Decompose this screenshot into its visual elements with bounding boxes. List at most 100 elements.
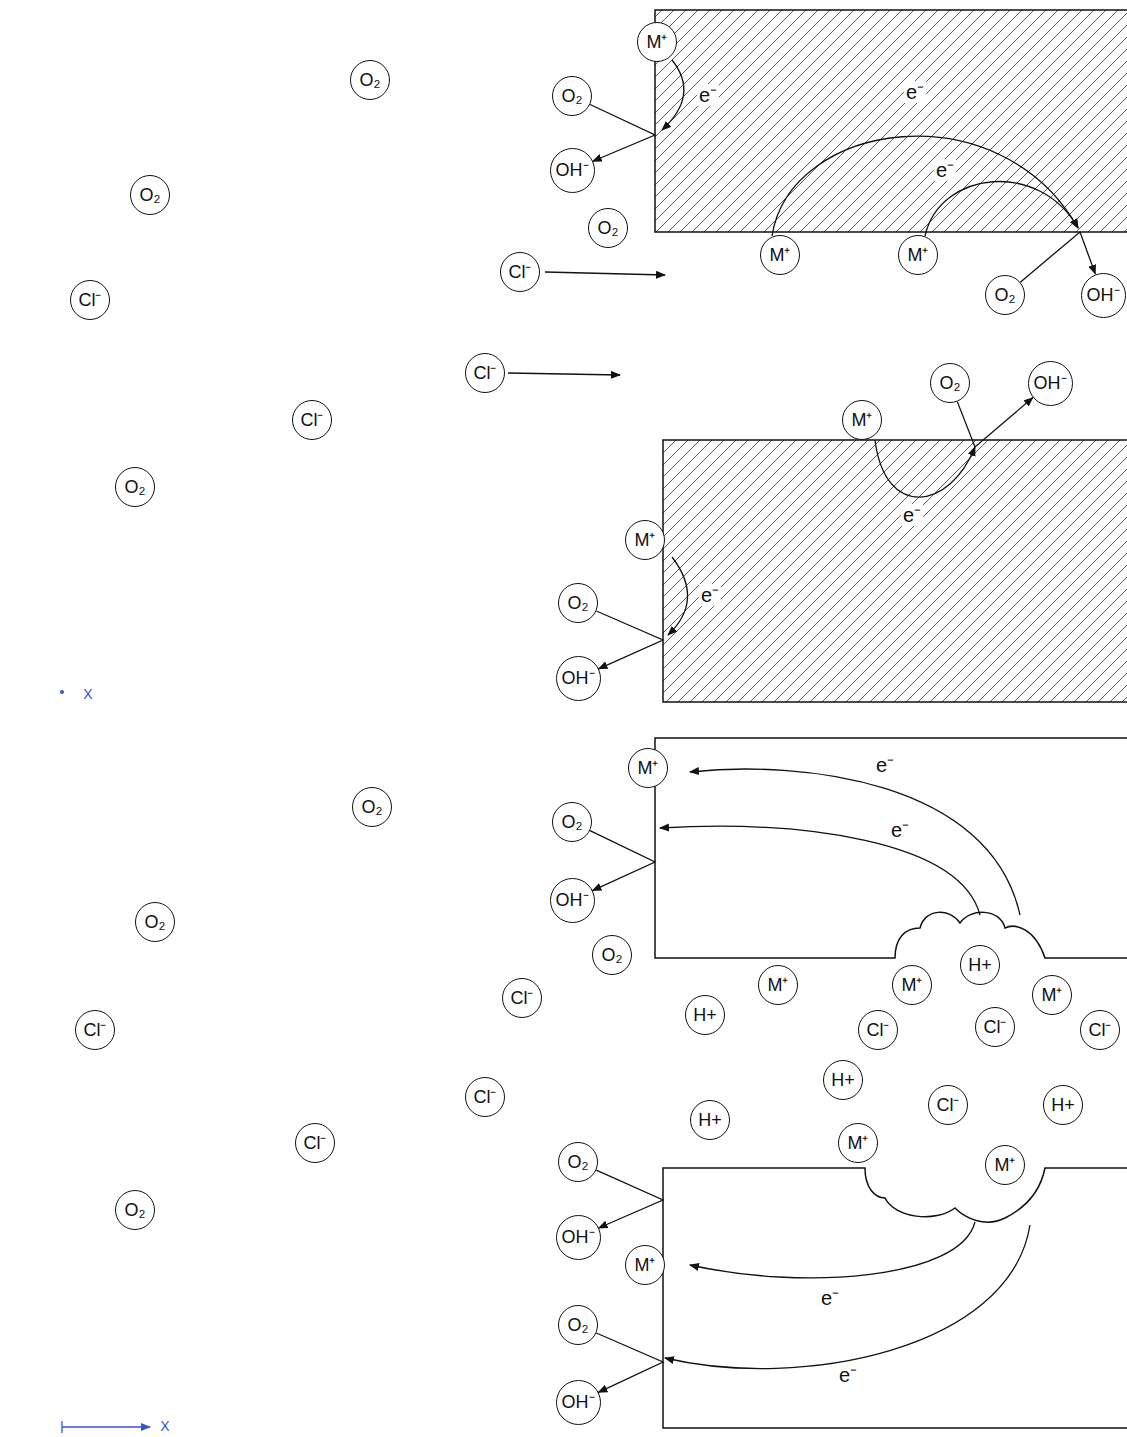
electron-label: e⁻ (904, 81, 926, 103)
axis-label: X (81, 687, 94, 702)
ion-circle: M⁺ (842, 400, 882, 440)
ion-circle: O₂ (588, 208, 628, 248)
ion-symbol: Cl⁻ (84, 1021, 107, 1039)
ion-circle: Cl⁻ (292, 400, 332, 440)
ion-circle: O₂ (985, 275, 1025, 315)
ion-symbol: O₂ (602, 946, 623, 964)
ion-circle: OH⁻ (1028, 361, 1073, 406)
ion-symbol: OH⁻ (556, 161, 589, 179)
ion-circle: M⁺ (758, 965, 798, 1005)
ion-circle: O₂ (350, 60, 390, 100)
axis-label: X (158, 1419, 171, 1434)
ion-circle: H+ (690, 1100, 730, 1140)
ion-circle: M⁺ (892, 965, 932, 1005)
ion-symbol: O₂ (562, 87, 583, 105)
ion-symbol: O₂ (362, 798, 383, 816)
ion-circle: O₂ (135, 902, 175, 942)
ion-circle: OH⁻ (550, 148, 595, 193)
ion-circle: OH⁻ (556, 656, 601, 701)
ion-symbol: M⁺ (852, 411, 873, 429)
ion-symbol: Cl⁻ (79, 291, 102, 309)
metal-with-pit (663, 1168, 1127, 1428)
ion-symbol: O₂ (125, 1201, 146, 1219)
reduction-arrow (957, 398, 1033, 447)
electron-label: e⁻ (874, 754, 896, 776)
reduction-arrow (596, 1333, 663, 1392)
ion-symbol: M⁺ (635, 531, 656, 549)
ion-symbol: M⁺ (647, 33, 668, 51)
ion-symbol: O₂ (940, 374, 961, 392)
ion-symbol: Cl⁻ (511, 989, 534, 1007)
ion-symbol: Cl⁻ (1089, 1021, 1112, 1039)
ion-symbol: O₂ (140, 186, 161, 204)
ion-symbol: H+ (1051, 1096, 1075, 1114)
ion-circle: Cl⁻ (500, 252, 540, 292)
ion-circle: Cl⁻ (465, 1077, 505, 1117)
electron-label: e⁻ (697, 84, 719, 106)
ion-symbol: H+ (831, 1071, 855, 1089)
ion-symbol: Cl⁻ (509, 263, 532, 281)
ion-symbol: M⁺ (635, 1256, 656, 1274)
ion-symbol: M⁺ (1042, 986, 1063, 1004)
ion-circle: H+ (1043, 1085, 1083, 1125)
ion-circle: O₂ (552, 802, 592, 842)
reduction-arrow (1020, 232, 1095, 282)
ion-circle: Cl⁻ (70, 280, 110, 320)
electron-label: e⁻ (837, 1364, 859, 1386)
ion-circle: OH⁻ (556, 1380, 601, 1425)
ion-symbol: Cl⁻ (867, 1021, 890, 1039)
ion-symbol: O₂ (568, 1316, 589, 1334)
ion-circle: M⁺ (898, 235, 938, 275)
ion-circle: O₂ (558, 1142, 598, 1182)
ion-symbol: H+ (693, 1006, 717, 1024)
ion-circle: Cl⁻ (295, 1123, 335, 1163)
ion-circle: OH⁻ (1081, 273, 1126, 318)
electron-path (660, 60, 1078, 1369)
reduction-arrow (596, 1170, 663, 1228)
ion-symbol: O₂ (995, 286, 1016, 304)
ion-circle: Cl⁻ (465, 353, 505, 393)
ion-symbol: O₂ (145, 913, 166, 931)
electron-label: e⁻ (889, 819, 911, 841)
ion-symbol: OH⁻ (562, 1393, 595, 1411)
ion-circle: H+ (823, 1060, 863, 1100)
ion-circle: H+ (685, 995, 725, 1035)
electron-label: e⁻ (819, 1287, 841, 1309)
ion-symbol: M⁺ (995, 1156, 1016, 1174)
ion-circle: O₂ (592, 935, 632, 975)
ion-circle: O₂ (558, 1305, 598, 1345)
ion-circle: O₂ (552, 76, 592, 116)
electron-label: e⁻ (699, 584, 721, 606)
ion-symbol: M⁺ (848, 1134, 869, 1152)
ion-circle: O₂ (558, 583, 598, 623)
ion-circle: H+ (960, 945, 1000, 985)
ion-symbol: OH⁻ (562, 1228, 595, 1246)
ion-symbol: O₂ (598, 219, 619, 237)
axis-arrow (62, 1421, 150, 1433)
ion-symbol: H+ (968, 956, 992, 974)
ion-symbol: O₂ (562, 813, 583, 831)
ion-circle: O₂ (115, 467, 155, 507)
ion-symbol: M⁺ (902, 976, 923, 994)
ion-circle: Cl⁻ (1080, 1010, 1120, 1050)
ion-symbol: OH⁻ (562, 669, 595, 687)
ion-symbol: Cl⁻ (304, 1134, 327, 1152)
axis-dot (60, 690, 64, 694)
ion-symbol: OH⁻ (1034, 374, 1067, 392)
ion-circle: Cl⁻ (75, 1010, 115, 1050)
ion-symbol: M⁺ (770, 246, 791, 264)
ion-symbol: O₂ (125, 478, 146, 496)
electron-label: e⁻ (901, 504, 923, 526)
ion-symbol: O₂ (568, 594, 589, 612)
ion-circle: M⁺ (760, 235, 800, 275)
electron-label: e⁻ (934, 159, 956, 181)
ion-circle: M⁺ (628, 748, 668, 788)
ion-circle: O₂ (115, 1190, 155, 1230)
ion-symbol: Cl⁻ (937, 1096, 960, 1114)
ion-circle: OH⁻ (556, 1215, 601, 1260)
ion-circle: O₂ (930, 363, 970, 403)
ion-circle: M⁺ (625, 520, 665, 560)
ion-circle: O₂ (130, 175, 170, 215)
hatched-metal (655, 10, 1127, 232)
